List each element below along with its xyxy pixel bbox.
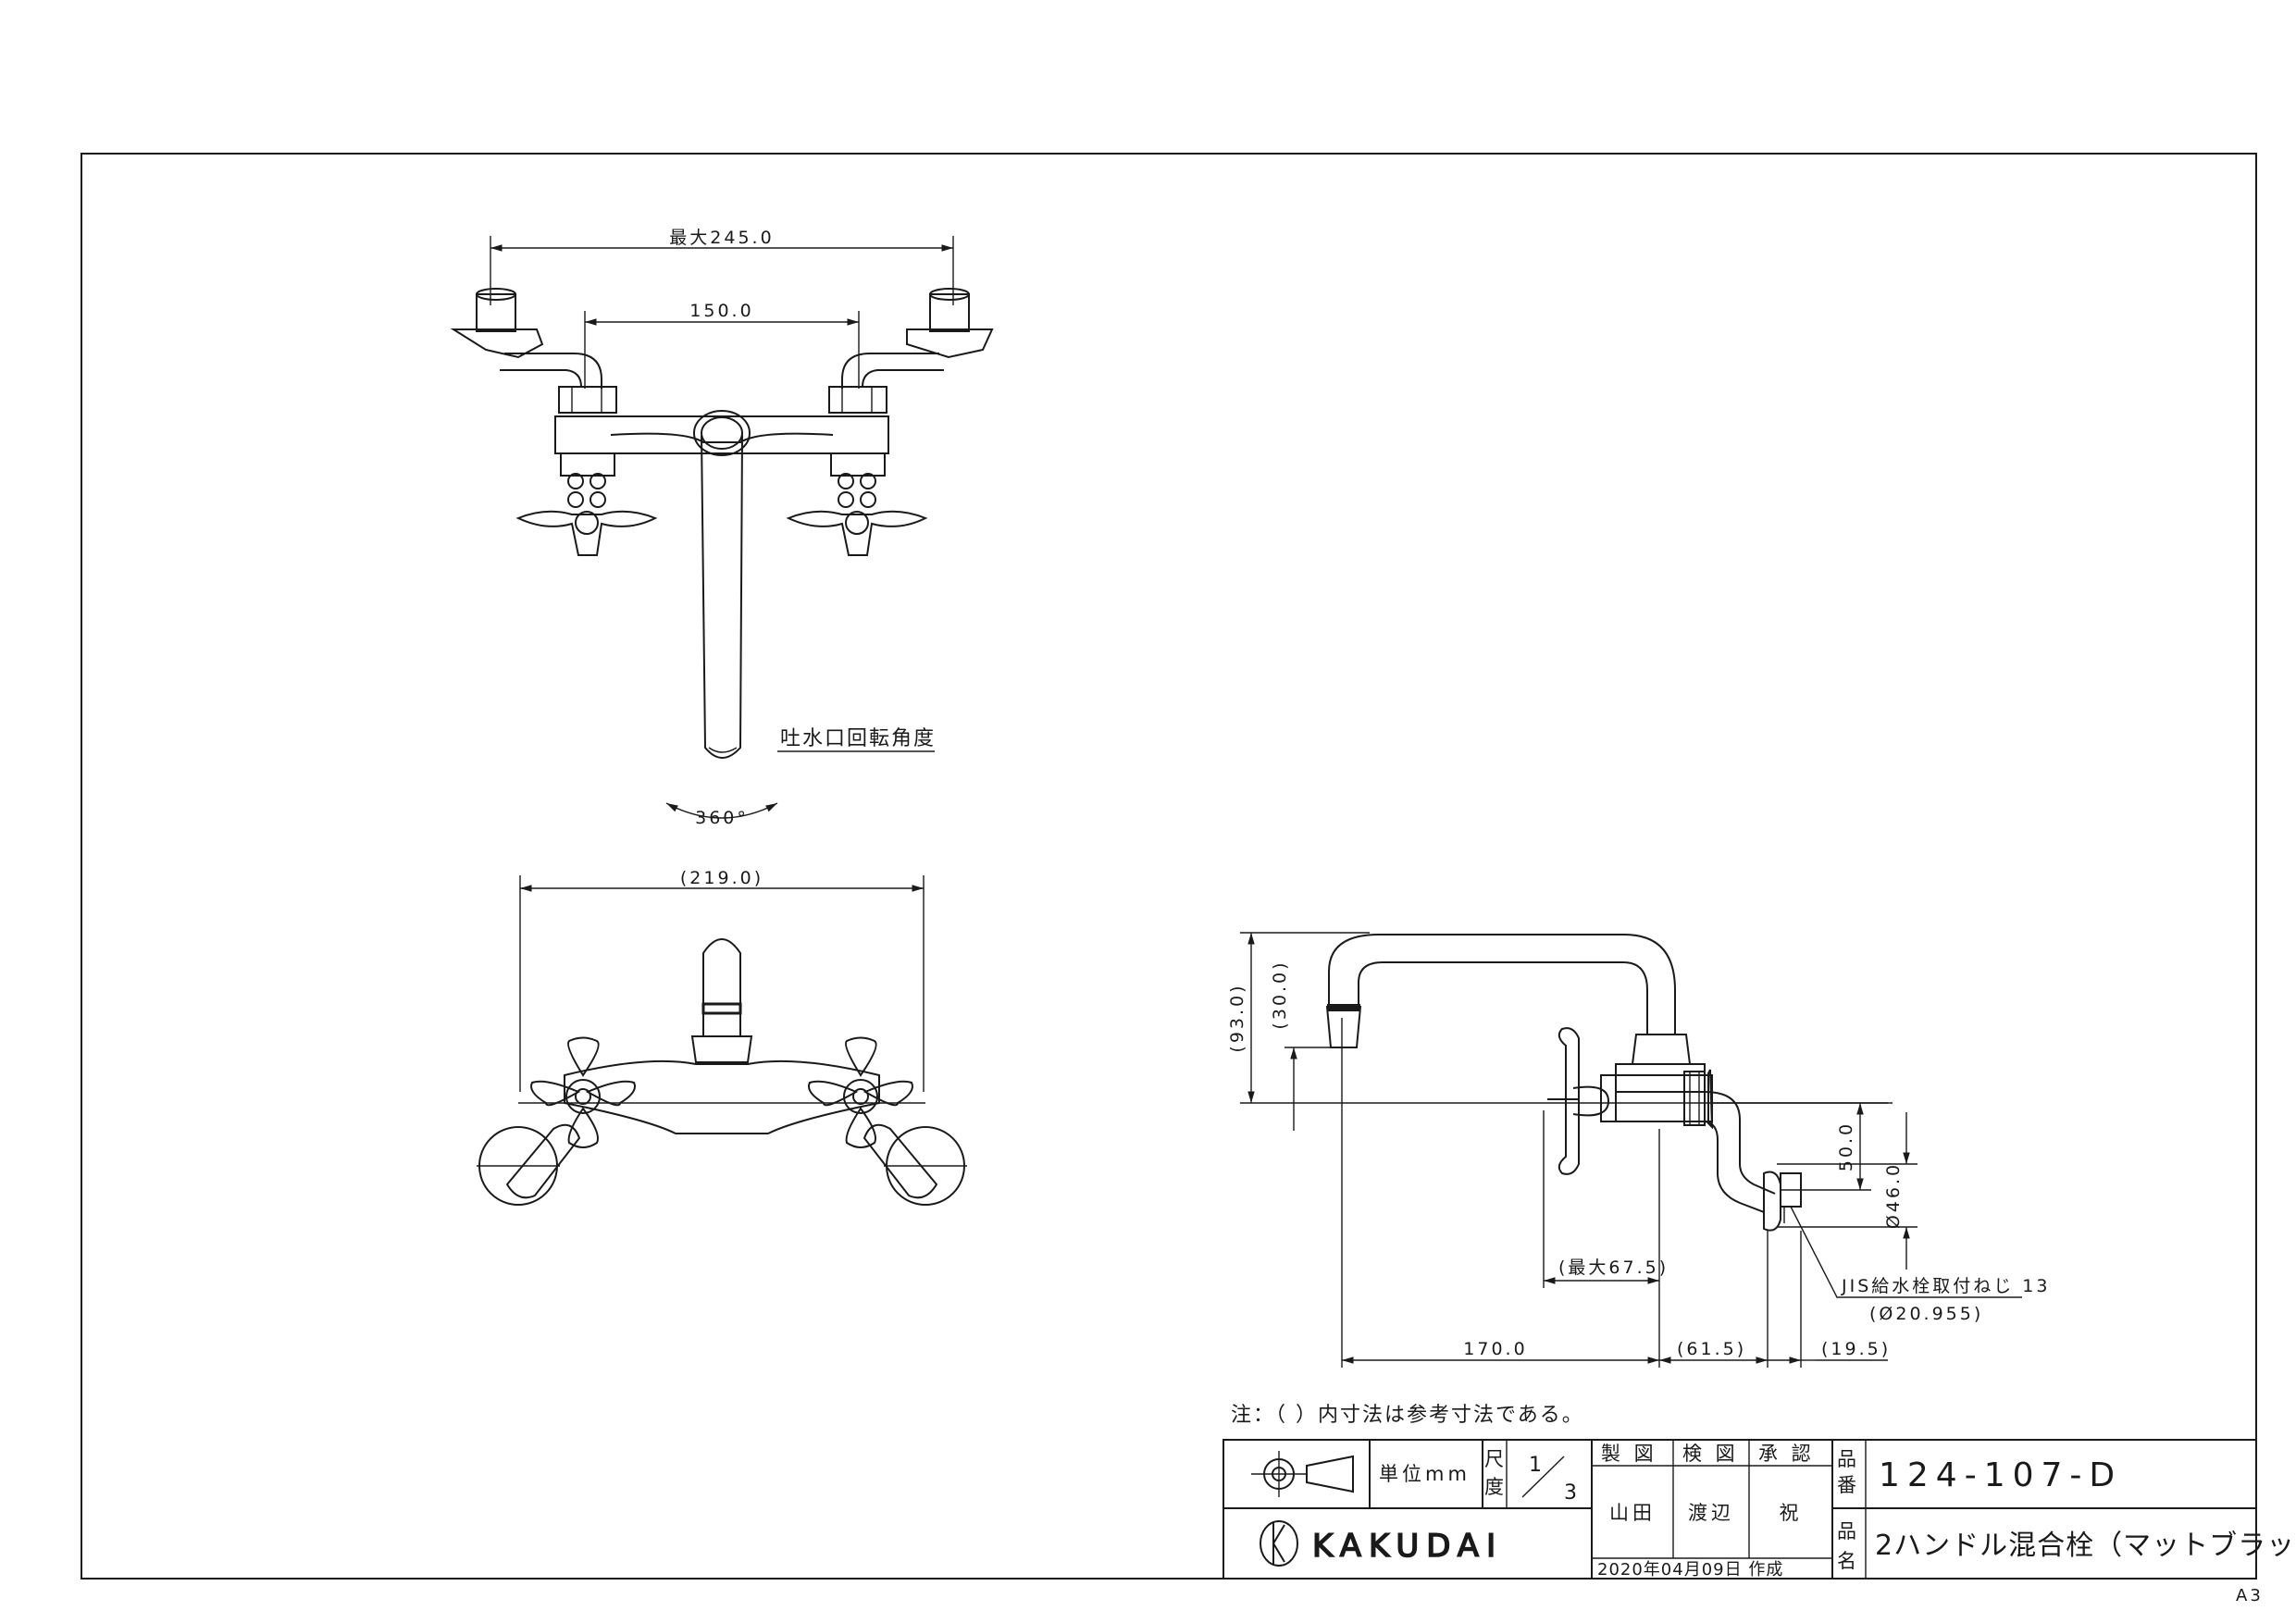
side-view: (93.0) (30.0) 50.0	[1227, 932, 2050, 1368]
dim-50: 50.0	[1836, 1121, 1856, 1171]
part-no-label-1: 品	[1837, 1448, 1860, 1470]
front-view: (219.0)	[477, 868, 967, 1206]
dim-93: (93.0)	[1227, 983, 1247, 1052]
dim-19: (19.5)	[1821, 1339, 1891, 1359]
side-handle	[1558, 1027, 1580, 1175]
dim-67: (最大67.5)	[1558, 1258, 1669, 1278]
dim-30: (30.0)	[1270, 960, 1290, 1029]
approved-by-header: 承 認	[1758, 1443, 1815, 1465]
rotation-angle: 360°	[695, 808, 749, 828]
dim-170: 170.0	[1463, 1339, 1527, 1359]
checked-by-header: 検 図	[1682, 1443, 1739, 1465]
part-number: 124-107-D	[1879, 1456, 2122, 1494]
right-handle-top	[786, 510, 928, 556]
part-name-label-2: 名	[1837, 1550, 1860, 1572]
dim-219: (219.0)	[680, 868, 763, 888]
made-by: 山田	[1609, 1502, 1656, 1524]
dim-max-245: 最大245.0	[669, 228, 774, 248]
top-view: 最大245.0 150.0	[450, 228, 994, 828]
made-by-header: 製 図	[1601, 1443, 1657, 1465]
thread-diameter: (Ø20.955)	[1869, 1304, 1983, 1324]
scale-label-1: 尺	[1484, 1448, 1508, 1470]
approved-by: 祝	[1780, 1502, 1803, 1524]
date-created: 2020年04月09日 作成	[1597, 1560, 1783, 1580]
scale-label-2: 度	[1484, 1476, 1508, 1498]
spout-side	[1328, 934, 1676, 1035]
thread-spec: JIS給水栓取付ねじ 13	[1841, 1276, 2050, 1296]
left-elbow	[450, 288, 602, 389]
dim-46: Ø46.0	[1883, 1162, 1904, 1229]
unit-label: 単位mm	[1379, 1463, 1471, 1485]
paper-size: A3	[2236, 1586, 2264, 1605]
kakudai-logo: KAKUDAI	[1260, 1520, 1503, 1567]
spout-front	[702, 938, 741, 1004]
part-name: 2ハンドル混合栓（マットブラック）	[1875, 1530, 2296, 1562]
reference-note: 注：（ ）内寸法は参考寸法である。	[1231, 1404, 1584, 1427]
checked-by: 渡辺	[1688, 1502, 1734, 1524]
right-cross-handle	[808, 1036, 913, 1148]
part-no-label-2: 番	[1837, 1474, 1860, 1496]
dim-61: (61.5)	[1677, 1339, 1746, 1359]
spout-top	[701, 434, 743, 759]
part-name-label-1: 品	[1837, 1520, 1860, 1542]
right-elbow	[841, 288, 994, 389]
side-flange	[1763, 1171, 1781, 1232]
third-angle-projection-icon	[1251, 1451, 1354, 1497]
title-block: 単位mm 尺 度 1 3 KAKUDAI 製 図 検 図 承 認 山田 渡辺 祝…	[1222, 1439, 2296, 1580]
scale-numerator: 1	[1529, 1454, 1544, 1477]
rotation-label: 吐水口回転角度	[780, 727, 936, 750]
drawing-border	[81, 153, 2257, 1580]
left-handle-top	[515, 510, 658, 556]
dim-150: 150.0	[689, 301, 753, 321]
left-cross-handle	[530, 1036, 636, 1148]
logo-text: KAKUDAI	[1312, 1528, 1503, 1565]
scale-denominator: 3	[1564, 1481, 1579, 1505]
